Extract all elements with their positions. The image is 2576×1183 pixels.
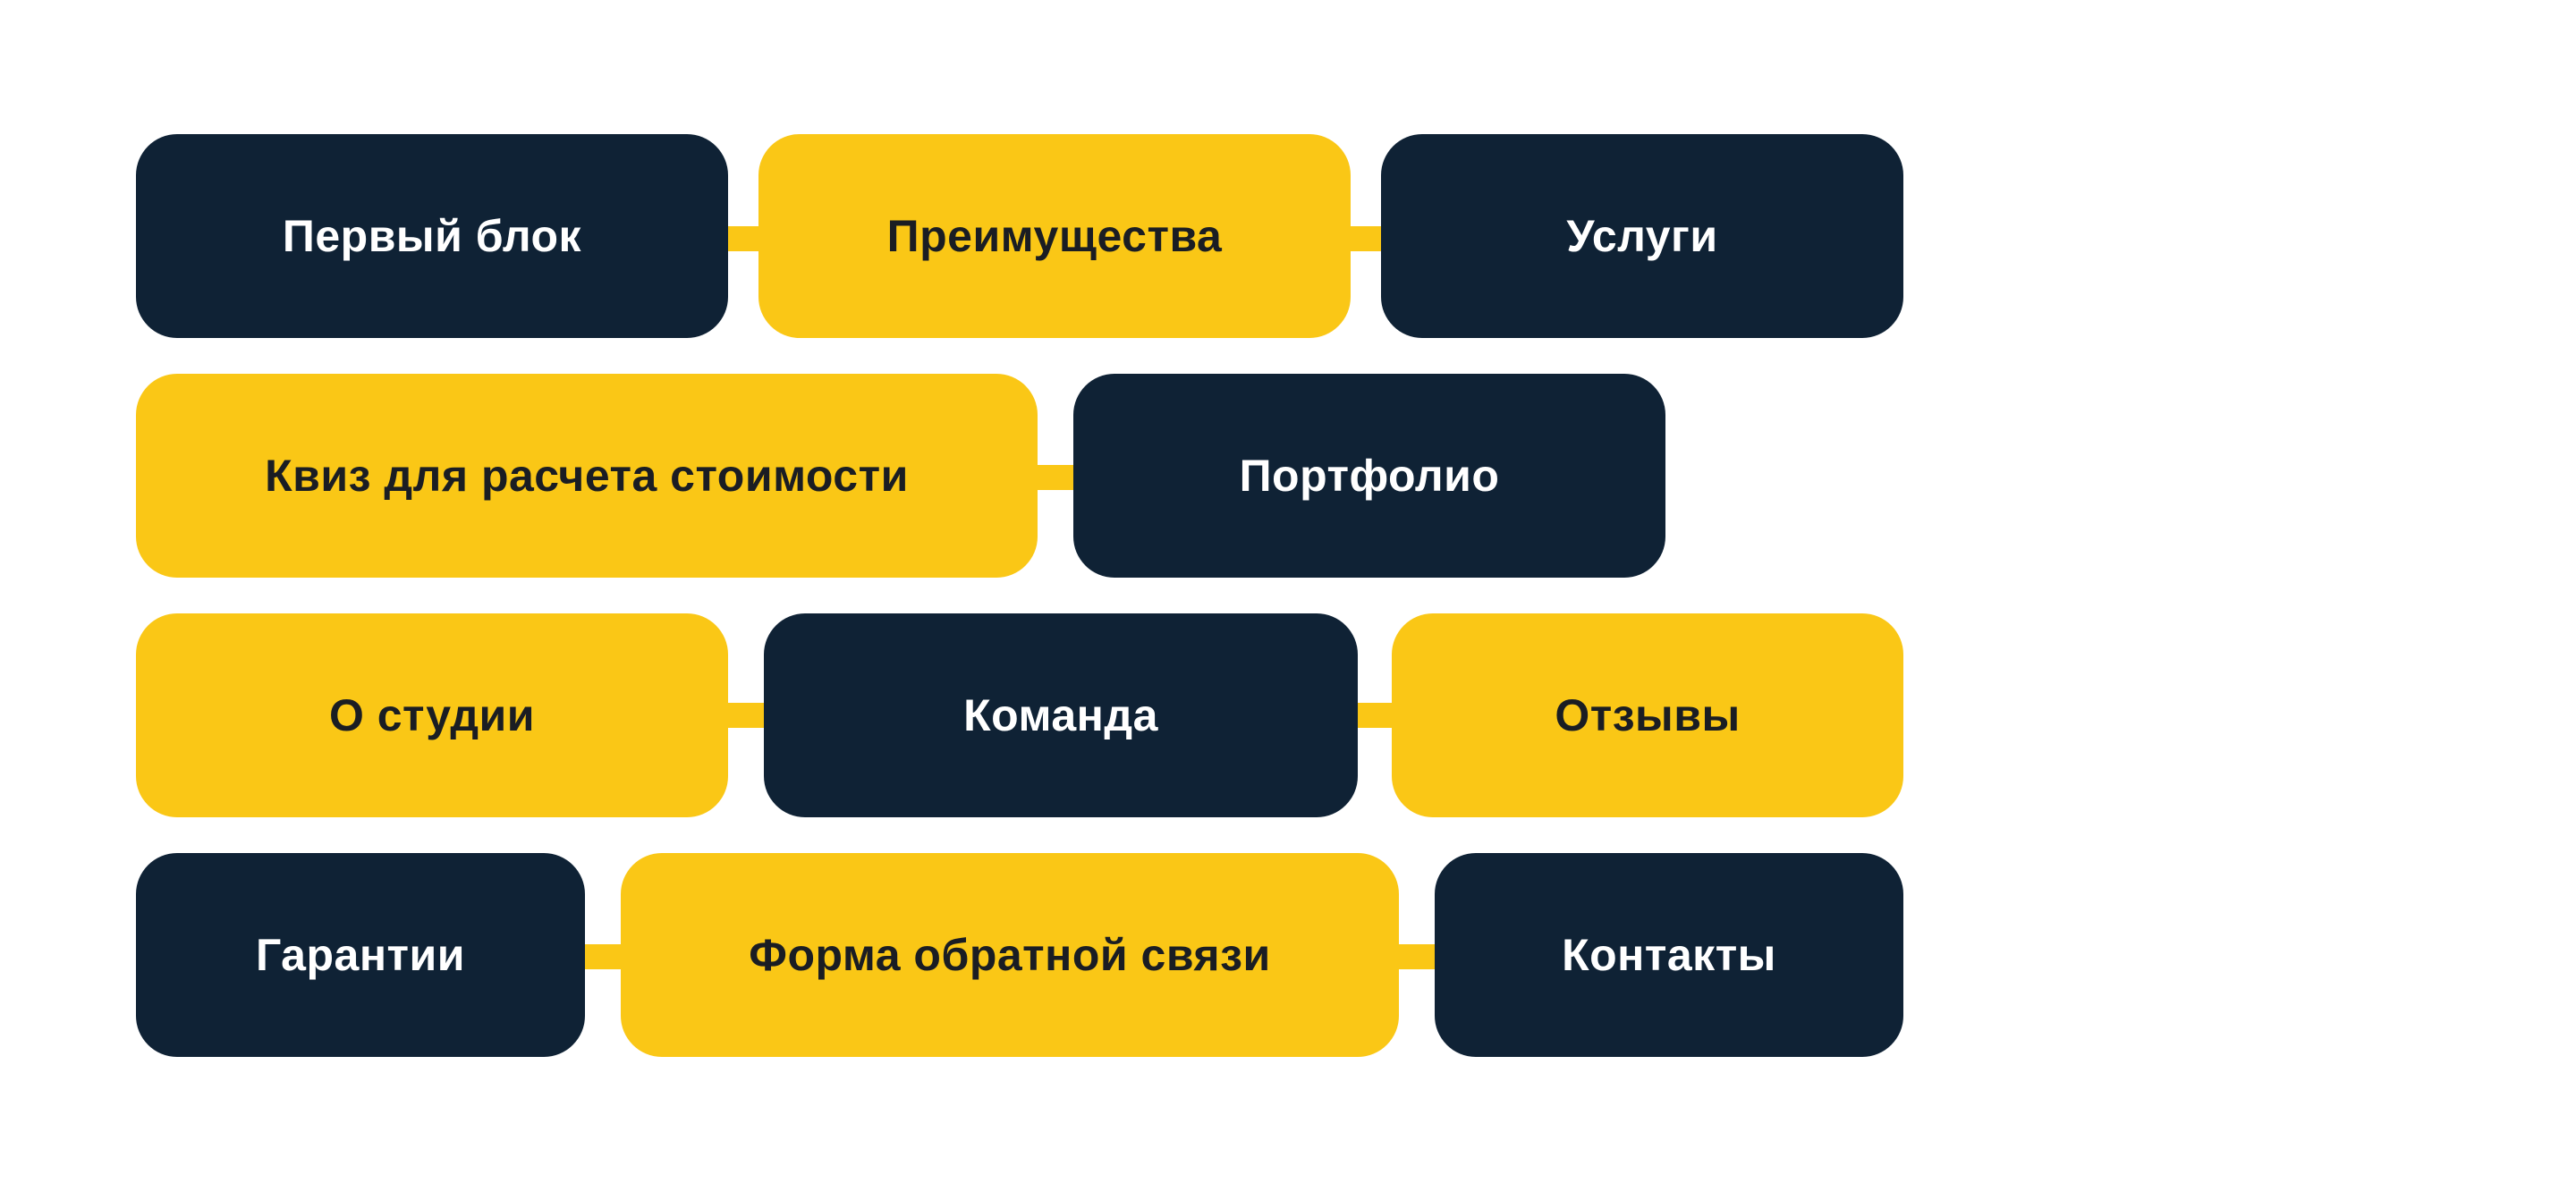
block-reviews: Отзывы bbox=[1392, 613, 1903, 817]
block-advantages: Преимущества bbox=[758, 134, 1351, 338]
block-quiz: Квиз для расчета стоимости bbox=[136, 374, 1038, 578]
block-feedback-form: Форма обратной связи bbox=[621, 853, 1399, 1057]
block-contacts: Контакты bbox=[1435, 853, 1903, 1057]
block-about-studio: О студии bbox=[136, 613, 728, 817]
block-guarantees: Гарантии bbox=[136, 853, 585, 1057]
block-services: Услуги bbox=[1381, 134, 1903, 338]
block-first-block: Первый блок bbox=[136, 134, 728, 338]
block-team: Команда bbox=[764, 613, 1358, 817]
block-portfolio: Портфолио bbox=[1073, 374, 1665, 578]
